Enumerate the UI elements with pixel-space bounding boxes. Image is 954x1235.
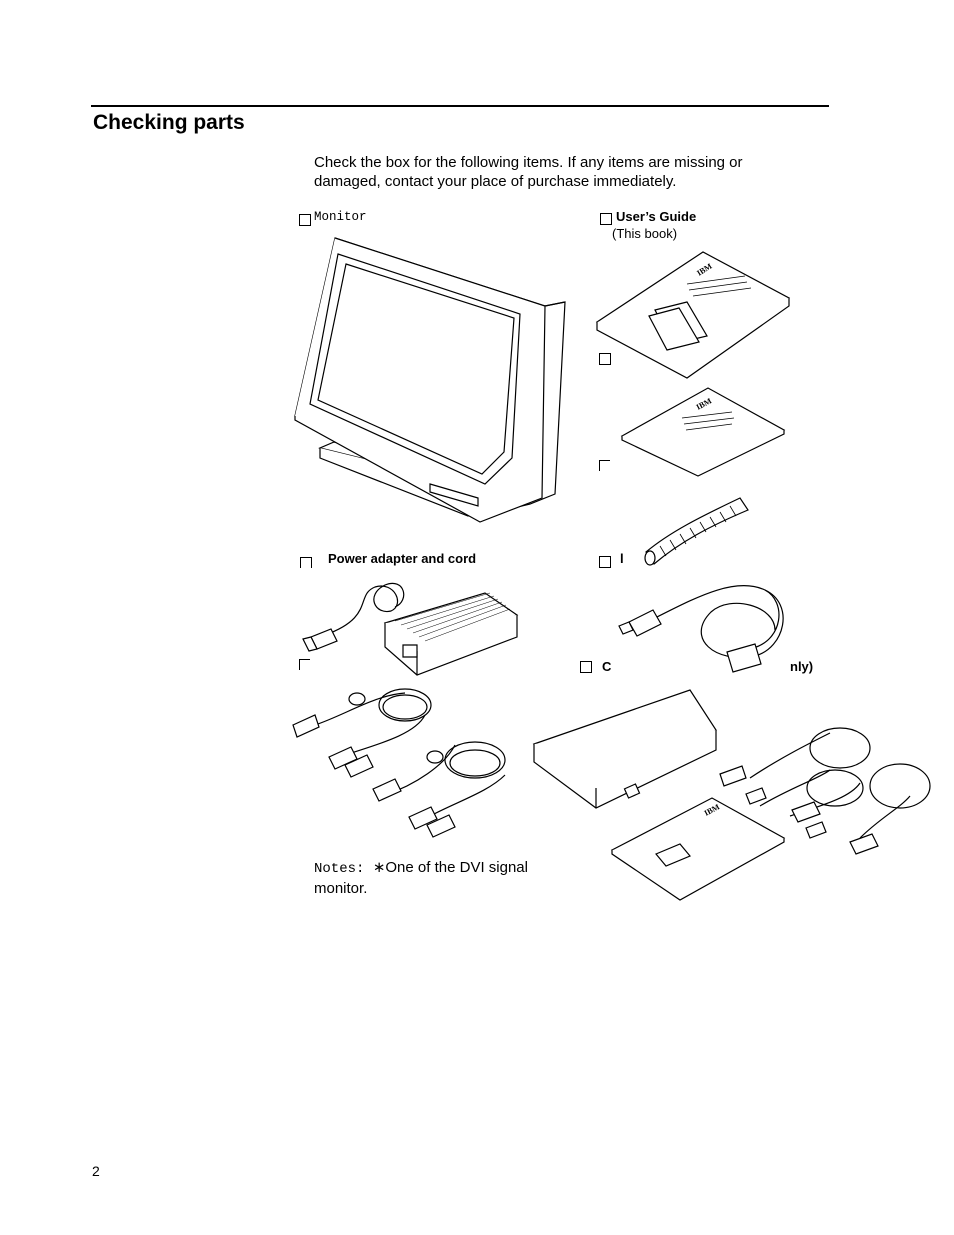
users-guide-sublabel: (This book) (612, 226, 678, 241)
item-checkbox-7[interactable] (580, 661, 592, 673)
converter-kit-illustration: IBM (530, 688, 935, 903)
users-guide-checkbox[interactable] (600, 213, 612, 225)
power-adapter-label: Power adapter and cord (328, 551, 477, 566)
intro-paragraph: Check the box for the following items. I… (314, 154, 743, 190)
item-label-cut: l (620, 551, 624, 566)
signal-cables-illustration (285, 685, 520, 845)
booklet-illustration: IBM (620, 386, 790, 476)
notes-body-2: monitor. (314, 880, 368, 897)
monitor-label: Monitor (314, 210, 367, 224)
item-checkbox-3[interactable] (599, 460, 610, 471)
notes-asterisk: ∗ (372, 859, 386, 876)
power-adapter-illustration (295, 575, 525, 675)
notes-text: Notes: ∗One of the DVI signal monitor. (314, 858, 544, 898)
item-checkbox-5[interactable] (599, 556, 611, 568)
top-rule (91, 105, 829, 107)
users-guide-illustration: IBM (595, 250, 795, 380)
page-title: Checking parts (93, 111, 245, 134)
power-cord-illustration (615, 578, 795, 688)
monitor-illustration (290, 236, 570, 528)
notes-prefix: Notes: (314, 861, 373, 877)
power-adapter-checkbox[interactable] (300, 557, 312, 568)
cable-tube-illustration (640, 492, 755, 567)
item-checkbox-6[interactable] (299, 659, 310, 670)
item-checkbox-2[interactable] (599, 353, 611, 365)
item-label-cut-bottom-left: C (602, 659, 612, 674)
monitor-checkbox[interactable] (299, 214, 311, 226)
users-guide-label: User’s Guide (616, 209, 697, 224)
notes-body: One of the DVI signal (385, 859, 528, 876)
item-label-cut-bottom-right: nly) (790, 659, 814, 674)
page-number: 2 (92, 1163, 100, 1179)
